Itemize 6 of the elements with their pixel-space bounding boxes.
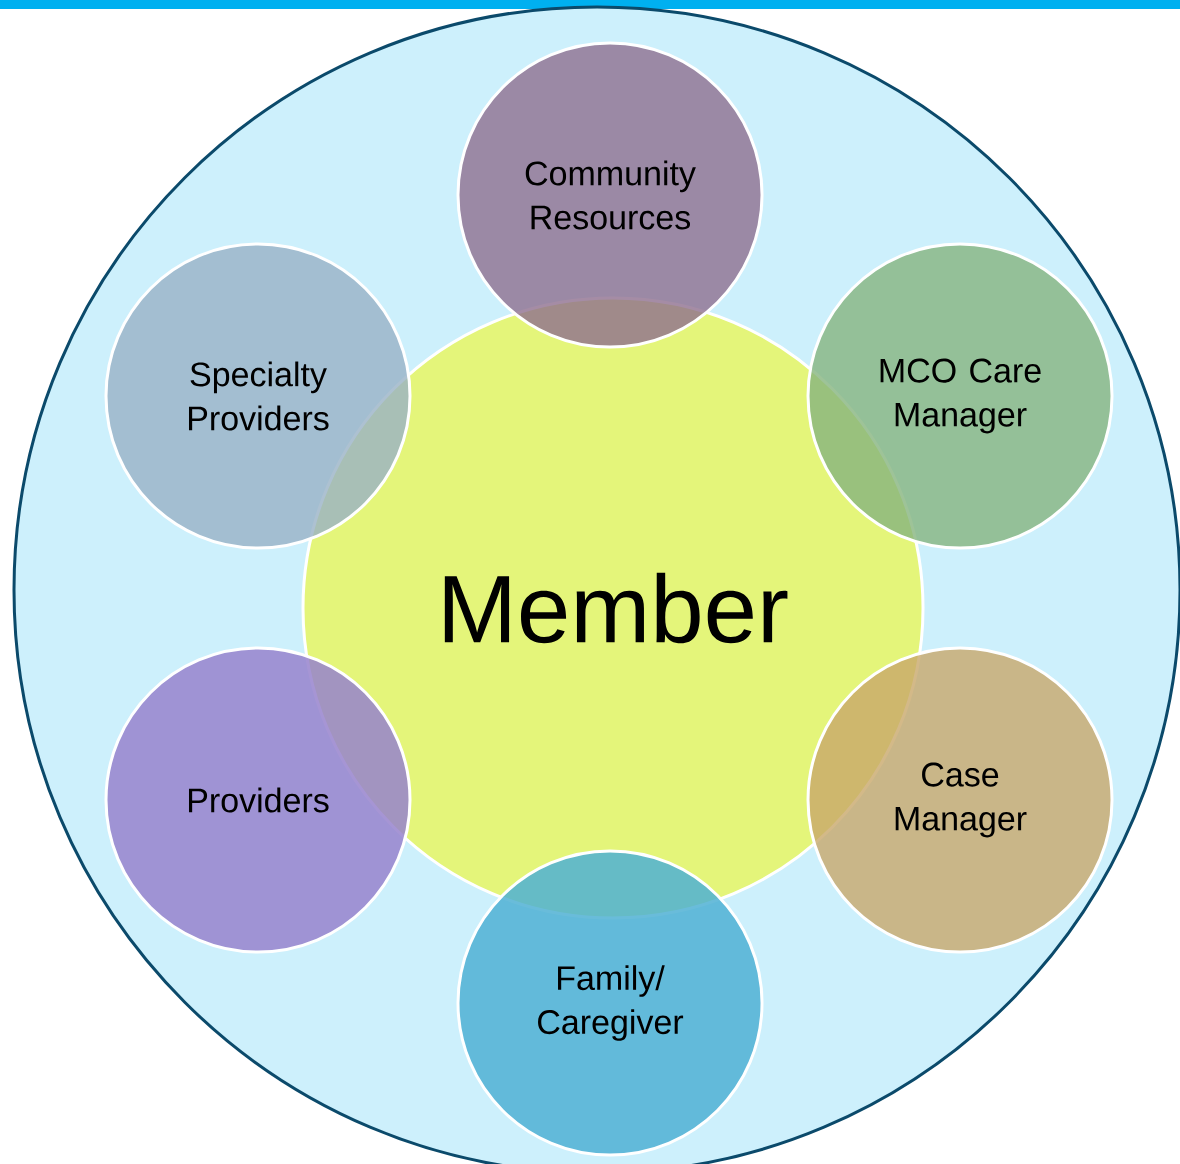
circle-node: MCO Care Manager bbox=[806, 242, 1114, 550]
circle-node: Specialty Providers bbox=[104, 242, 412, 550]
circle-node: Case Manager bbox=[806, 646, 1114, 954]
circle-node: Family/ Caregiver bbox=[456, 849, 764, 1157]
circle-node: Providers bbox=[104, 646, 412, 954]
circle-node: Community Resources bbox=[456, 41, 764, 349]
